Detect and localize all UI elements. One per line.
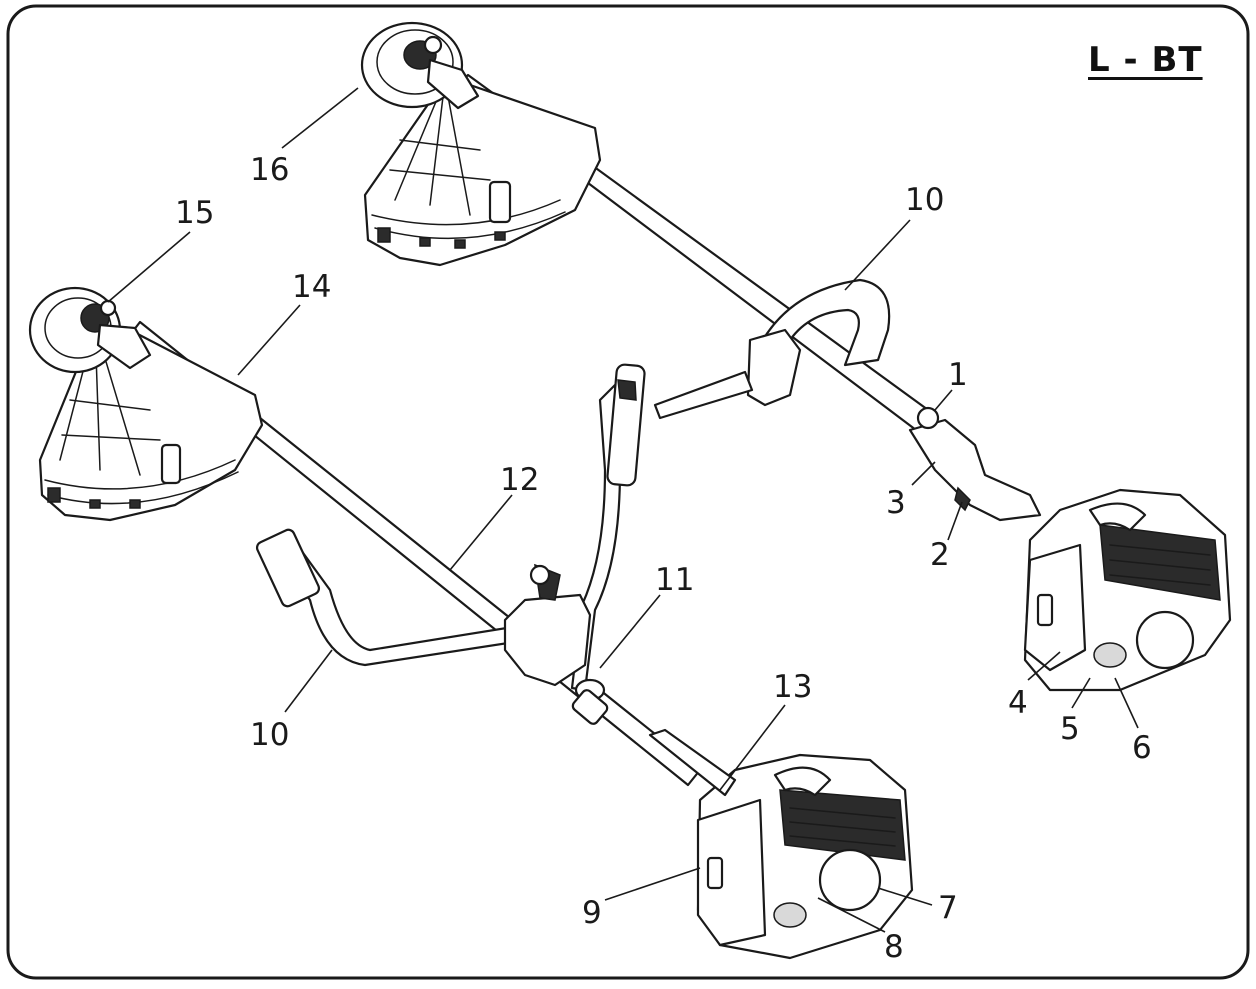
callout-10-loop-handle: 10: [905, 182, 945, 218]
callout-7: 7: [938, 890, 958, 926]
trimmer-head-top: [360, 21, 480, 110]
callout-13: 13: [773, 669, 813, 705]
callout-8: 8: [884, 929, 904, 965]
loop-handle-trimmer: [360, 21, 1232, 692]
callout-5: 5: [1060, 711, 1080, 747]
callout-6: 6: [1132, 730, 1152, 766]
callout-15: 15: [175, 195, 215, 231]
callout-16: 16: [250, 152, 290, 188]
callout-10-bike-handle: 10: [250, 717, 290, 753]
guard-top: [363, 78, 602, 267]
engine-top: [1023, 488, 1232, 692]
leader-lines: [107, 87, 1139, 933]
callout-4: 4: [1008, 685, 1028, 721]
loop-handle: [653, 278, 891, 420]
engine-bottom: [648, 728, 914, 960]
callout-11: 11: [655, 562, 695, 598]
callout-14: 14: [292, 269, 332, 305]
callout-1: 1: [948, 357, 968, 393]
callout-9: 9: [582, 895, 602, 931]
frame-border: [6, 4, 1250, 980]
trimmer-head-bottom: [28, 286, 152, 374]
callout-3: 3: [886, 485, 906, 521]
callout-12: 12: [500, 462, 540, 498]
throttle-handle-top: [908, 406, 1042, 522]
callout-2: 2: [930, 537, 950, 573]
bike-handle-brushcutter: [28, 286, 914, 960]
model-title: L - BT: [1088, 40, 1203, 80]
handle-clamp: [503, 563, 609, 725]
